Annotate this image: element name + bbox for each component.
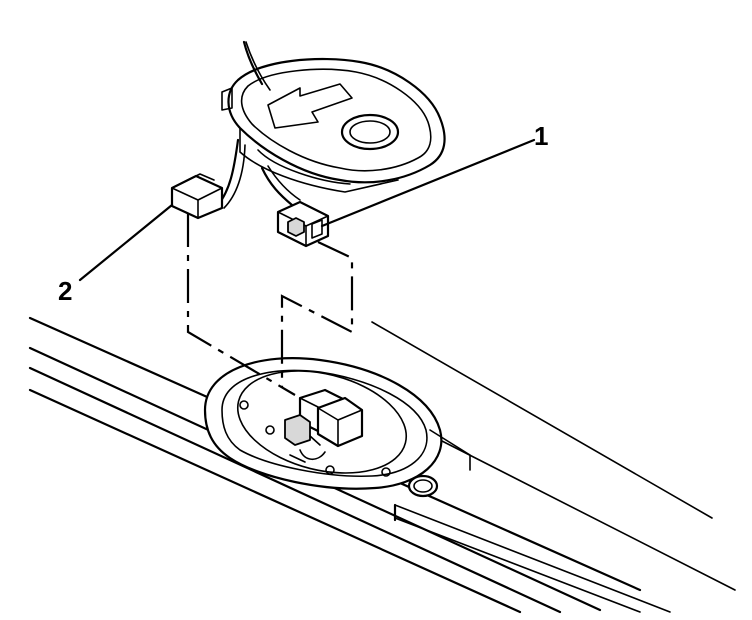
callout-label-2: 2 [58, 276, 72, 306]
leader-line-1 [320, 138, 536, 228]
callout-label-1: 1 [534, 121, 548, 151]
connector-2 [170, 173, 224, 220]
leader-line-2 [78, 203, 174, 282]
alignment-lines [186, 213, 354, 396]
pump-module-cover [221, 57, 446, 193]
module-connectors [284, 388, 364, 463]
connector-1 [276, 200, 330, 248]
